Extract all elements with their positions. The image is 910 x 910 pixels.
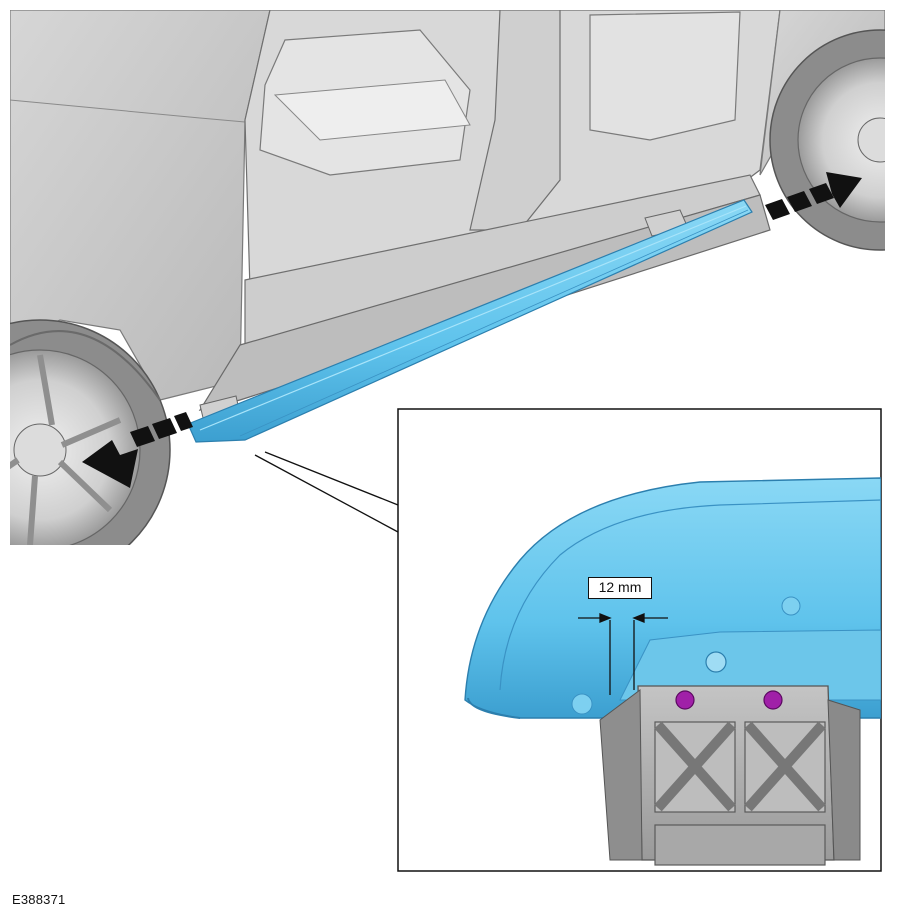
fastener-left	[675, 690, 695, 710]
callout-leader-bottom	[254, 454, 399, 533]
callout-leader-top	[264, 451, 399, 506]
bracket-bolt-head	[705, 651, 727, 673]
dimension-label: 12 mm	[588, 577, 652, 599]
front-seat	[589, 11, 741, 141]
running-board	[187, 199, 753, 443]
dimension-12mm	[578, 613, 668, 695]
install-arrow-rear	[82, 412, 193, 488]
figure-id: E388371	[12, 892, 66, 907]
install-arrow-front	[765, 172, 862, 220]
step-rivet-upper	[781, 596, 801, 616]
rear-wheel	[10, 319, 171, 545]
step-rivet-lower	[571, 693, 593, 715]
fastener-right	[763, 690, 783, 710]
bracket-lattice	[654, 721, 826, 866]
detail-inset	[397, 408, 882, 872]
vehicle-side-view	[10, 10, 885, 545]
